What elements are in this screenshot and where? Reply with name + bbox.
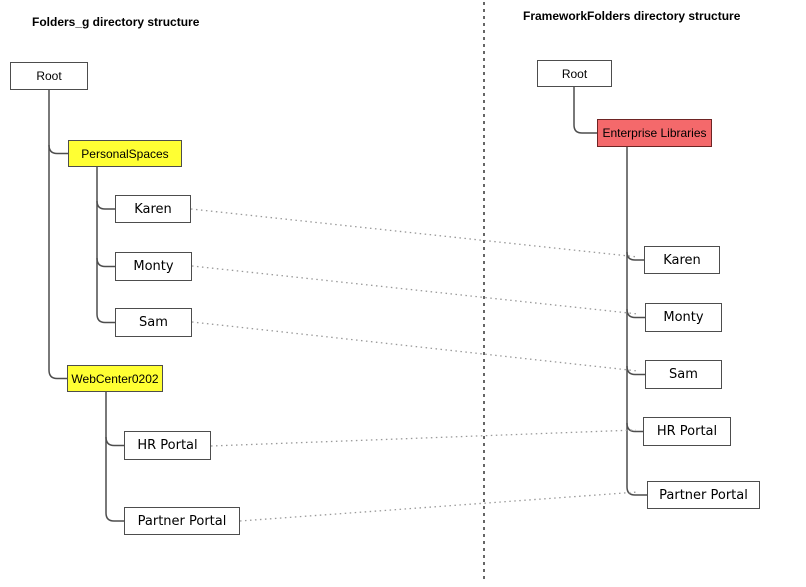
node-left-partner-portal: Partner Portal bbox=[124, 507, 240, 535]
node-right-partner-portal: Partner Portal bbox=[647, 481, 760, 509]
left-branch-karen bbox=[96, 200, 115, 210]
node-right-monty: Monty bbox=[645, 303, 722, 332]
mapping-line-partner-portal bbox=[239, 491, 639, 522]
node-left-personalspaces: PersonalSpaces bbox=[68, 140, 182, 167]
left-branch-personalspaces bbox=[48, 144, 68, 155]
left-webcenter-trunk bbox=[105, 392, 124, 522]
node-right-karen: Karen bbox=[644, 246, 720, 274]
node-left-monty: Monty bbox=[115, 252, 192, 281]
left-root-trunk bbox=[48, 90, 67, 380]
node-left-webcenter0202: WebCenter0202 bbox=[67, 365, 163, 392]
node-left-sam: Sam bbox=[115, 308, 192, 337]
right-branch-monty bbox=[626, 308, 645, 319]
left-branch-monty bbox=[96, 257, 115, 268]
node-left-hr-portal: HR Portal bbox=[124, 431, 211, 460]
mapping-line-hr-portal bbox=[210, 429, 637, 447]
mapping-line-monty bbox=[191, 265, 639, 315]
node-right-root: Root bbox=[537, 60, 612, 87]
mapping-line-sam bbox=[191, 321, 639, 372]
left-branch-hr-portal bbox=[105, 436, 124, 447]
node-right-enterprise-libraries: Enterprise Libraries bbox=[597, 119, 712, 147]
left-personalspaces-trunk bbox=[96, 167, 115, 324]
left-diagram-title: Folders_g directory structure bbox=[32, 15, 200, 29]
mapping-line-karen bbox=[190, 208, 639, 258]
right-diagram-title: FrameworkFolders directory structure bbox=[523, 9, 741, 23]
node-left-karen: Karen bbox=[115, 195, 191, 223]
node-right-sam: Sam bbox=[645, 360, 722, 389]
right-root-trunk bbox=[573, 87, 597, 134]
right-branch-karen bbox=[626, 251, 644, 261]
right-branch-sam bbox=[626, 365, 645, 376]
right-branch-hr-portal bbox=[626, 422, 643, 433]
node-right-hr-portal: HR Portal bbox=[643, 417, 731, 446]
node-left-root: Root bbox=[10, 62, 88, 90]
